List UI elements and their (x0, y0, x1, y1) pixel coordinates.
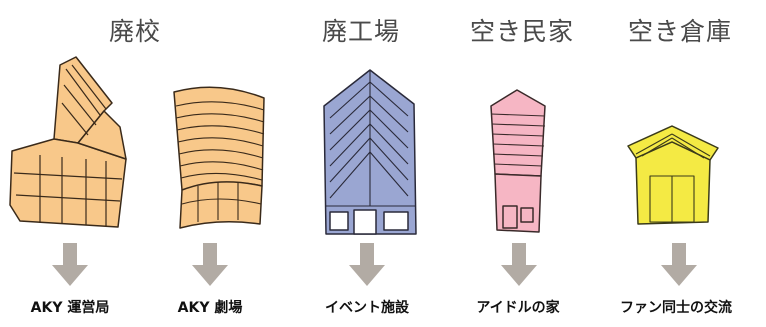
title-haikoujou: 廃工場 (321, 17, 400, 46)
label-idol-house: アイドルの家 (476, 300, 560, 316)
factory-illustration (323, 69, 417, 235)
label-aky-office: AKY 運営局 (30, 300, 110, 316)
arrow-down-icon (661, 243, 697, 286)
arrow-down-icon (501, 243, 537, 286)
arrow-down-icon (192, 243, 228, 286)
house-illustration (490, 89, 546, 233)
warehouse-illustration (627, 125, 719, 225)
label-fan-exchange: ファン同士の交流 (620, 300, 732, 316)
title-akisouko: 空き倉庫 (627, 17, 732, 46)
school-curved-illustration (173, 86, 265, 229)
title-akiminka: 空き民家 (469, 17, 574, 46)
title-haikou: 廃校 (108, 17, 161, 46)
label-event-facility: イベント施設 (325, 300, 409, 316)
arrow-down-icon (52, 243, 88, 286)
school-l-shaped-illustration (9, 56, 127, 228)
label-aky-theater: AKY 劇場 (177, 300, 243, 316)
arrow-down-icon (349, 243, 385, 286)
